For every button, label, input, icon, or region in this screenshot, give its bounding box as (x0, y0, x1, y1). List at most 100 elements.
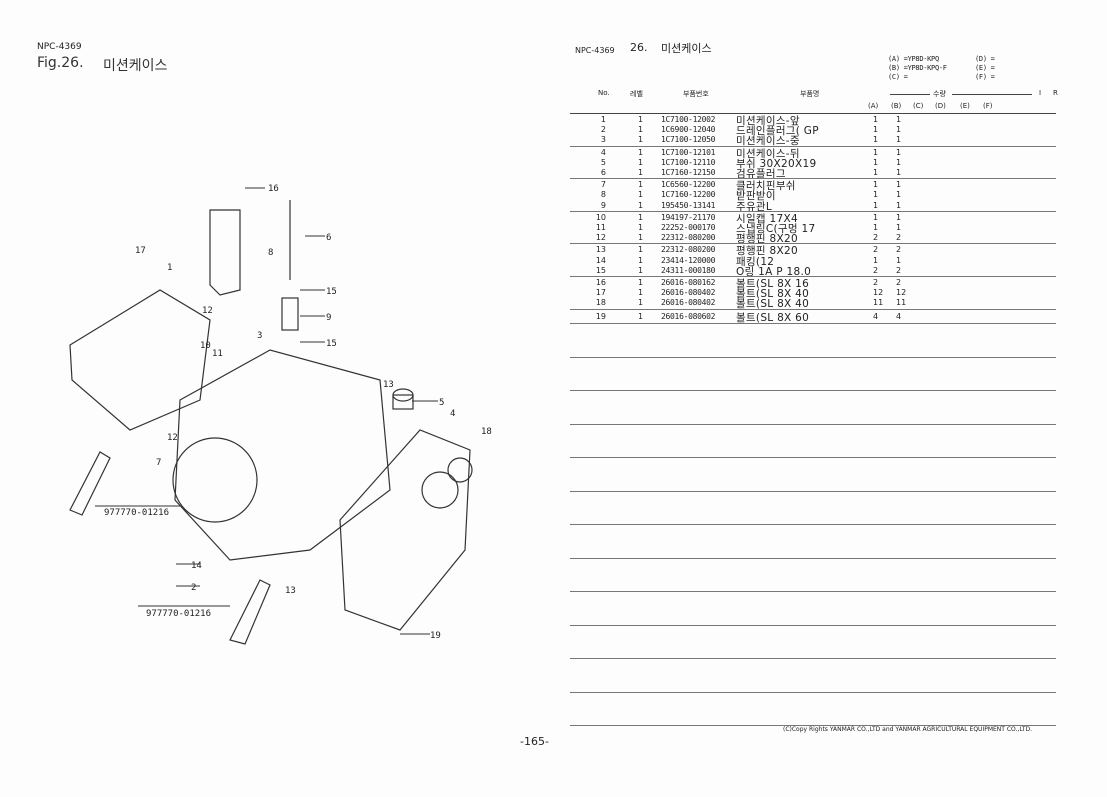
model-f: (F) = (975, 73, 995, 81)
table-cell-b: 12 (896, 288, 907, 298)
table-cell-b: 2 (896, 265, 902, 275)
table-cell-lv: 1 (638, 168, 644, 177)
table-cell-no: 9 (600, 200, 606, 210)
header-qty-e: (E) (960, 102, 970, 110)
callout: 15 (326, 339, 337, 349)
table-cell-pn: 26016-080602 (661, 311, 716, 321)
table-cell-b: 1 (896, 125, 902, 135)
table-cell-a: 2 (873, 265, 879, 275)
model-e: (E) = (975, 64, 995, 72)
table-cell-pn: 26016-080162 (661, 278, 716, 287)
header-level: 레벨 (630, 90, 643, 98)
blank-line (570, 591, 1056, 592)
exploded-parts-diagram: 16 6 8 17 1 15 9 12 10 11 3 15 13 5 4 18… (69, 184, 492, 645)
table-cell-no: 2 (600, 125, 606, 135)
table-cell-no: 10 (595, 212, 606, 222)
blank-line (570, 658, 1056, 659)
table-cell-name: 미션케이스-중 (736, 135, 800, 148)
callout: 9 (326, 313, 331, 323)
table-cell-b: 1 (896, 115, 902, 124)
table-cell-lv: 1 (638, 147, 644, 157)
table-cell-no: 17 (595, 288, 606, 298)
table-cell-b: 1 (896, 190, 902, 200)
model-c: (C) = (888, 73, 908, 81)
table-cell-pn: 1C7160-12200 (661, 190, 716, 200)
callout: 12 (202, 306, 213, 316)
callout: 7 (156, 458, 161, 468)
table-cell-a: 2 (873, 245, 879, 255)
table-cell-no: 15 (595, 265, 606, 275)
table-cell-a: 11 (873, 298, 884, 308)
table-cell-name: 볼트(SL 8X 40 (736, 288, 810, 301)
table-cell-name: 스냅링C(구멍 17 (736, 223, 816, 235)
blank-line (570, 524, 1056, 525)
callout: 3 (257, 331, 262, 341)
right-doc-code: NPC-4369 (575, 46, 615, 55)
section-title: 미션케이스 (661, 42, 712, 55)
table-cell-pn: 24311-000180 (661, 265, 716, 275)
table-cell-lv: 1 (638, 265, 644, 275)
table-cell-name: 검유플러그 (736, 168, 786, 180)
table-cell-no: 1 (600, 115, 606, 124)
model-b: (B) =YP8D-KPQ-F (888, 64, 947, 72)
blank-line (570, 490, 1056, 492)
table-cell-pn: 1C7100-12101 (661, 147, 716, 157)
table-cell-name: 미션케이스-앞 (736, 115, 800, 127)
header-qty-a: (A) (868, 102, 879, 110)
table-cell-b: 2 (896, 278, 902, 287)
figure-title: 미션케이스 (103, 58, 168, 74)
callout: 18 (481, 427, 492, 437)
table-cell-name: 클러치핀부쉬 (736, 180, 796, 193)
middle-case-drawing (174, 349, 391, 561)
table-cell-pn: 22312-080200 (661, 245, 716, 255)
table-cell-lv: 1 (638, 223, 644, 232)
table-cell-no: 8 (600, 190, 606, 200)
table-cell-no: 18 (595, 298, 606, 308)
table-cell-pn: 1C6560-12200 (661, 180, 716, 190)
table-cell-no: 14 (595, 255, 606, 265)
table-cell-a: 1 (873, 223, 879, 232)
row-separator (570, 178, 1056, 180)
header-qty-b: (B) (891, 102, 902, 110)
table-cell-lv: 1 (638, 135, 644, 145)
table-cell-name: 미션케이스-뒤 (736, 147, 800, 160)
table-cell-b: 1 (896, 200, 902, 210)
table-cell-name: 볼트(SL 8X 60 (736, 311, 810, 324)
table-cell-b: 1 (896, 147, 902, 157)
table-cell-pn: 22252-000170 (661, 223, 716, 232)
callout: 14 (191, 561, 202, 571)
table-cell-b: 2 (896, 233, 902, 243)
table-cell-lv: 1 (638, 190, 644, 200)
table-cell-b: 1 (896, 255, 902, 265)
blank-line (570, 457, 1056, 458)
table-cell-a: 1 (873, 200, 879, 210)
table-cell-lv: 1 (638, 212, 644, 222)
front-case-drawing (69, 289, 211, 431)
figure-label: Fig.26. (37, 55, 84, 71)
table-cell-a: 2 (873, 233, 879, 243)
table-cell-lv: 1 (638, 200, 644, 210)
callout: 4 (450, 409, 455, 419)
row-separator (570, 145, 1056, 147)
table-cell-name: 볼트(SL 8X 16 (736, 278, 810, 290)
table-cell-name: 볼트(SL 8X 40 (736, 298, 810, 311)
model-a: (A) =YP8D-KPQ (888, 55, 939, 63)
row-separator (570, 322, 1056, 324)
header-qty-d: (D) (935, 102, 946, 110)
table-cell-a: 12 (873, 288, 884, 298)
table-cell-a: 1 (873, 168, 879, 177)
blank-line (570, 725, 1056, 726)
header-r: R (1053, 89, 1058, 97)
callout: 1 (167, 263, 172, 273)
table-cell-no: 13 (595, 245, 606, 255)
copyright-notice: (C)Copy Rights YANMAR CO.,LTD and YANMAR… (783, 726, 1033, 733)
callout: 13 (383, 380, 394, 390)
blank-line (570, 557, 1056, 559)
table-cell-a: 1 (873, 115, 879, 124)
blank-line (570, 624, 1056, 626)
table-cell-no: 16 (595, 278, 606, 287)
callout: 10 (200, 341, 211, 351)
table-cell-lv: 1 (638, 180, 644, 190)
header-part-number: 부품번호 (683, 90, 709, 98)
